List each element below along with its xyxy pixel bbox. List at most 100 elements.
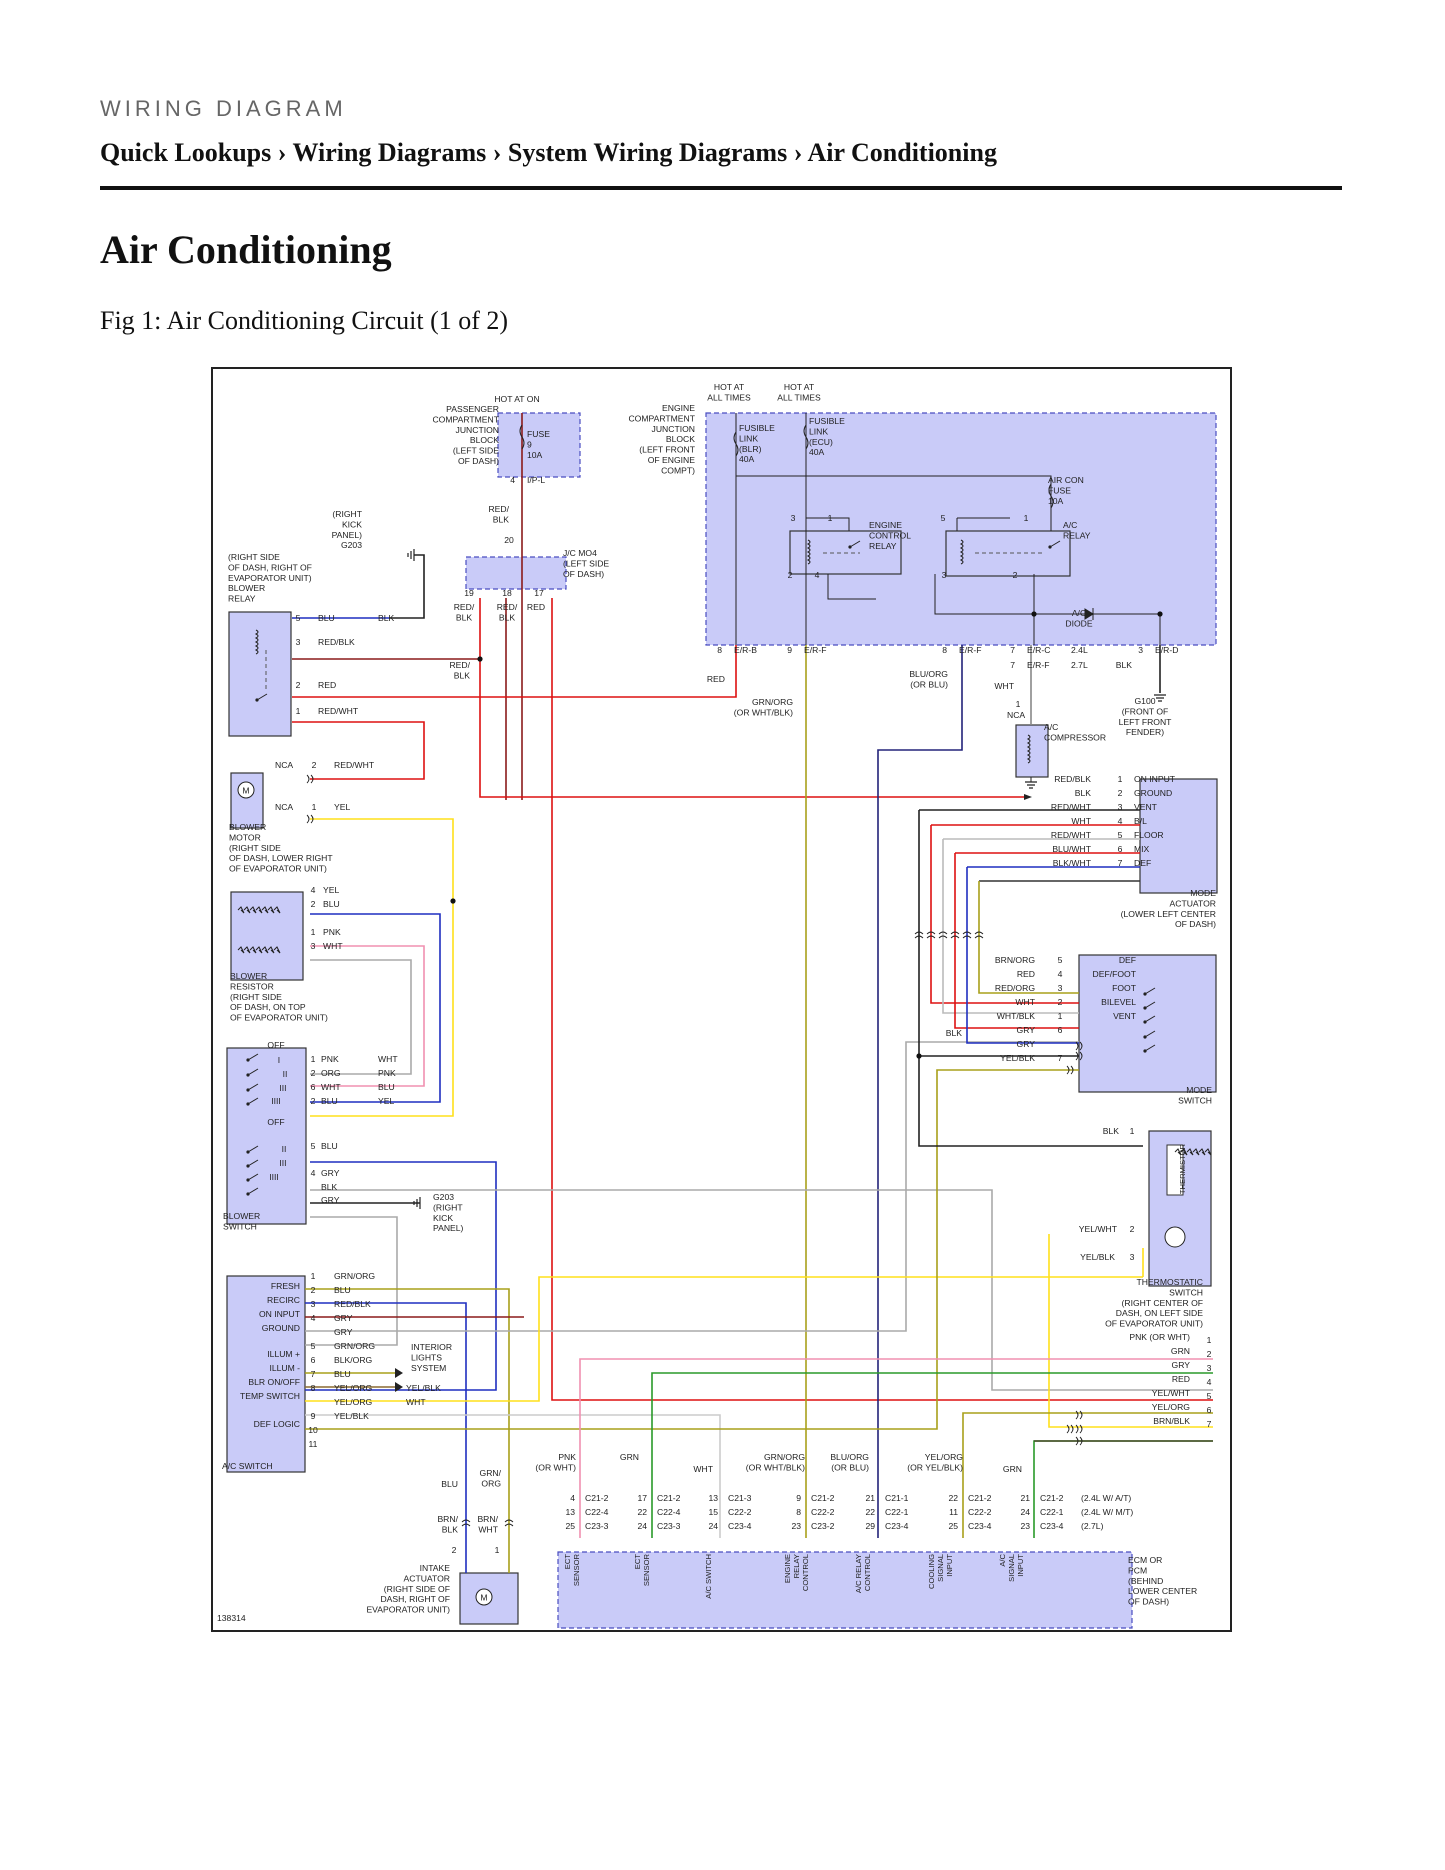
wire-blu-switch5: [305, 1161, 497, 1391]
mode-switch-box: [1078, 954, 1217, 1093]
breadcrumb-system-wiring-diagrams[interactable]: System Wiring Diagrams: [507, 138, 788, 167]
ecm-conn: C21-2: [968, 1493, 992, 1503]
blower-switch-contact-icon: [247, 1173, 259, 1181]
wire-label: WHT: [1071, 816, 1091, 826]
ecjb-label: COMPARTMENT: [628, 413, 695, 423]
splice-dot: [1157, 611, 1163, 617]
wire-label: BLK: [321, 1182, 338, 1192]
breadcrumb-separator: ›: [277, 138, 287, 167]
ecm-wire-label: (OR BLU): [831, 1462, 869, 1472]
wire-brn-org-mode-sw: [978, 881, 1079, 994]
ecm-wire-label: BLU/ORG: [830, 1452, 869, 1462]
thermistor-label: THERMISTOR: [1178, 1143, 1187, 1194]
wire-label: PNK (OR WHT): [1129, 1332, 1190, 1342]
ecjb-out-pin: 3: [1138, 645, 1143, 655]
acr-pin: 3: [942, 570, 947, 580]
wire-label: YEL/WHT: [1152, 1388, 1191, 1398]
blower-resistor-icon: [237, 906, 281, 914]
blower-relay-pin: 3: [296, 637, 301, 647]
breadcrumb-air-conditioning[interactable]: Air Conditioning: [807, 138, 997, 167]
acr-pin: 5: [941, 513, 946, 523]
connector-symbol: [950, 931, 960, 939]
aircon-fuse-label: 10A: [1048, 496, 1064, 506]
blower-relay-label: RELAY: [228, 594, 256, 604]
ecm-conn: C22-4: [657, 1507, 681, 1517]
wire-label: BLK: [1075, 788, 1092, 798]
g100-ground-icon: [1154, 694, 1166, 702]
jc-mo4-label: OF DASH): [563, 569, 604, 579]
wire-label: BLU: [334, 1369, 351, 1379]
fusible-link-ecu-label: LINK: [809, 426, 828, 436]
wire-label: BLK: [493, 514, 510, 524]
wire-label: BLU: [321, 1096, 338, 1106]
bus-pin: 5: [1207, 1391, 1212, 1401]
wire-label: WHT: [321, 1082, 341, 1092]
wire-label: YEL/ORG: [1152, 1402, 1191, 1412]
wire-blk-g203: [389, 554, 425, 619]
mode-switch-function: BILEVEL: [1101, 997, 1136, 1007]
intake-actuator-label: (RIGHT SIDE OF: [384, 1584, 450, 1594]
blower-motor-label: MOTOR: [229, 832, 261, 842]
blower-motor-label: (RIGHT SIDE: [229, 843, 281, 853]
mode-switch-pin: 3: [1058, 983, 1063, 993]
wire-label: ORG: [321, 1068, 341, 1078]
wire-label: YEL: [378, 1096, 394, 1106]
wire-label: BRN/: [437, 1514, 458, 1524]
wire-label: ORG: [481, 1478, 501, 1488]
ecm-wire-label: WHT: [693, 1464, 713, 1474]
acr-pin: 1: [1024, 513, 1029, 523]
thermostatic-switch-label: OF EVAPORATOR UNIT): [1105, 1319, 1203, 1329]
thermostatic-pin: 3: [1130, 1252, 1135, 1262]
wire-label: WHT: [323, 941, 343, 951]
jc-mo4-label: J/C MO4: [563, 548, 597, 558]
connector-symbol: [1075, 1424, 1083, 1434]
blower-switch-pin: 6: [311, 1082, 316, 1092]
thermostatic-switch-label: (RIGHT CENTER OF: [1122, 1298, 1203, 1308]
mode-switch-contact-icon: [1143, 1049, 1147, 1053]
ecjb-out-pin: 8: [942, 645, 947, 655]
jc-mo4-label: (LEFT SIDE: [563, 558, 609, 568]
blower-switch-contact-icon: [246, 1102, 250, 1106]
wire-label: RED/ORG: [995, 983, 1035, 993]
ecjb-out-note: 2.4L: [1071, 645, 1088, 655]
breadcrumb-wiring-diagrams[interactable]: Wiring Diagrams: [292, 138, 487, 167]
bus-pin: 1: [1207, 1335, 1212, 1345]
ecjb-out-note: 2.7L: [1071, 660, 1088, 670]
blower-switch-box: [226, 1047, 307, 1225]
g203-label: G203: [341, 540, 362, 550]
wire-label: PNK: [378, 1068, 396, 1078]
ecjb-out-conn: E/R-C: [1027, 645, 1050, 655]
diode-label: A/C: [1072, 608, 1086, 618]
ecjb-label: BLOCK: [666, 434, 695, 444]
ecr-pin: 3: [791, 513, 796, 523]
ecm-conn: C22-4: [585, 1507, 609, 1517]
ecm-label: ECM OR: [1128, 1555, 1162, 1565]
blower-motor-box: [230, 772, 264, 829]
ecjb-out-conn: E/R-F: [804, 645, 826, 655]
wire-label: WHT: [1015, 997, 1035, 1007]
wire-label: RED/WHT: [1051, 830, 1092, 840]
breadcrumb-quick-lookups[interactable]: Quick Lookups: [100, 138, 272, 167]
thermostatic-switch-label: DASH, ON LEFT SIDE: [1116, 1308, 1203, 1318]
blower-switch-contact-icon: [246, 1164, 250, 1168]
ecm-pin: 9: [796, 1493, 801, 1503]
pcjb-fuse-box: [497, 412, 581, 478]
blower-relay-pin: 2: [296, 680, 301, 690]
blower-resistor-pin: 2: [311, 899, 316, 909]
wire-label: BLU/WHT: [1052, 844, 1091, 854]
figure-id: 138314: [217, 1613, 246, 1623]
blower-switch-pin: 4: [311, 1168, 316, 1178]
acr-coil-icon: [959, 539, 964, 565]
ecjb-out-conn: E/R-F: [1027, 660, 1049, 670]
wire-gry-switch4: [310, 1189, 1213, 1391]
diode-label: DIODE: [1065, 618, 1092, 628]
wire-blu-org-acr8: [877, 645, 963, 1538]
wire-label: BRN/BLK: [1153, 1416, 1190, 1426]
wire-red-relay2: [292, 645, 737, 698]
ecm-wire-label: PNK: [558, 1452, 576, 1462]
blower-relay-wire: RED/BLK: [318, 637, 355, 647]
mode-switch-function: DEF/FOOT: [1093, 969, 1137, 979]
ecm-conn: C21-3: [728, 1493, 752, 1503]
wire-label: BLU: [321, 1141, 338, 1151]
